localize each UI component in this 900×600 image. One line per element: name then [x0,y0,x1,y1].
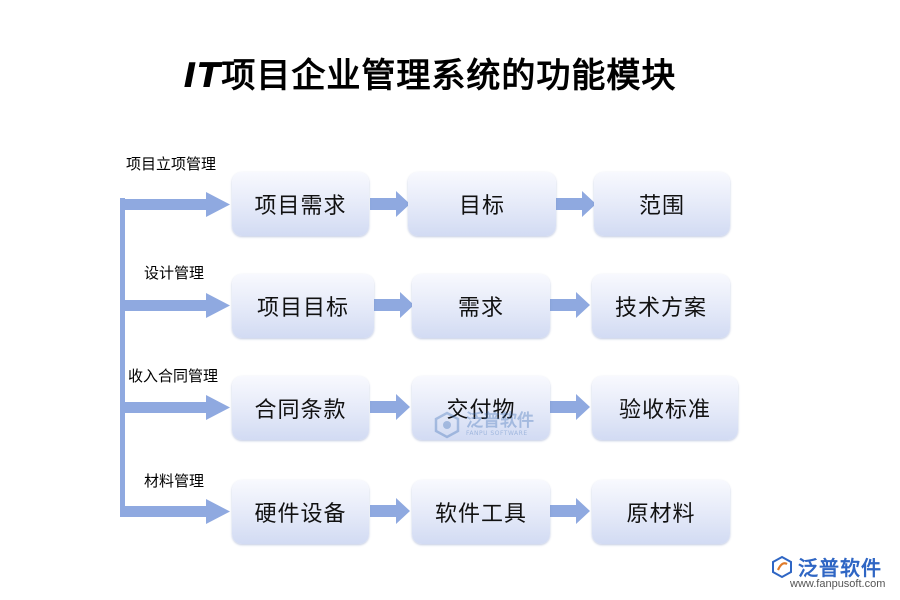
branch-arrow-1 [120,192,230,217]
branch-arrow-4 [120,499,230,524]
row1-arrow-1 [370,191,410,217]
watermark-logo-icon [434,411,460,439]
box-contract-terms: 合同条款 [232,376,369,440]
branch-arrow-2 [120,293,230,318]
box-raw-materials: 原材料 [592,480,730,544]
section-label-materials: 材料管理 [144,472,205,490]
row3-arrow-1 [370,394,410,420]
box-software-tools: 软件工具 [412,480,550,544]
row1-arrow-2 [556,191,596,217]
branch-arrow-3 [120,395,230,420]
watermark-text: 泛普软件 [466,411,534,431]
brand-logo: 泛普软件 [770,552,882,581]
section-label-project-initiation: 项目立项管理 [126,155,217,173]
box-goal: 目标 [408,172,556,236]
title-prefix: IT [183,56,222,96]
box-scope: 范围 [594,172,730,236]
row4-arrow-1 [370,498,410,524]
diagram-title: IT项目企业管理系统的功能模块 [0,48,860,97]
box-acceptance-criteria: 验收标准 [592,376,738,440]
box-project-requirements: 项目需求 [232,172,369,236]
spine-line [120,198,125,514]
brand-logo-text: 泛普软件 [798,556,882,580]
section-label-design: 设计管理 [144,264,205,282]
title-text: 项目企业管理系统的功能模块 [221,56,677,96]
box-deliverables: 交付物 [412,376,550,440]
row2-arrow-1 [374,292,414,318]
watermark-sub: FANPU SOFTWARE [466,430,528,437]
brand-url: www.fanpusoft.com [790,578,886,590]
brand-logo-icon [772,555,792,578]
box-hardware: 硬件设备 [232,480,369,544]
box-technical-plan: 技术方案 [592,274,730,338]
row2-arrow-2 [550,292,590,318]
row4-arrow-2 [550,498,590,524]
box-requirements: 需求 [412,274,550,338]
box-project-goal: 项目目标 [232,274,374,338]
section-label-revenue-contract: 收入合同管理 [128,367,219,385]
watermark: 泛普软件 FANPU SOFTWARE [432,408,562,442]
